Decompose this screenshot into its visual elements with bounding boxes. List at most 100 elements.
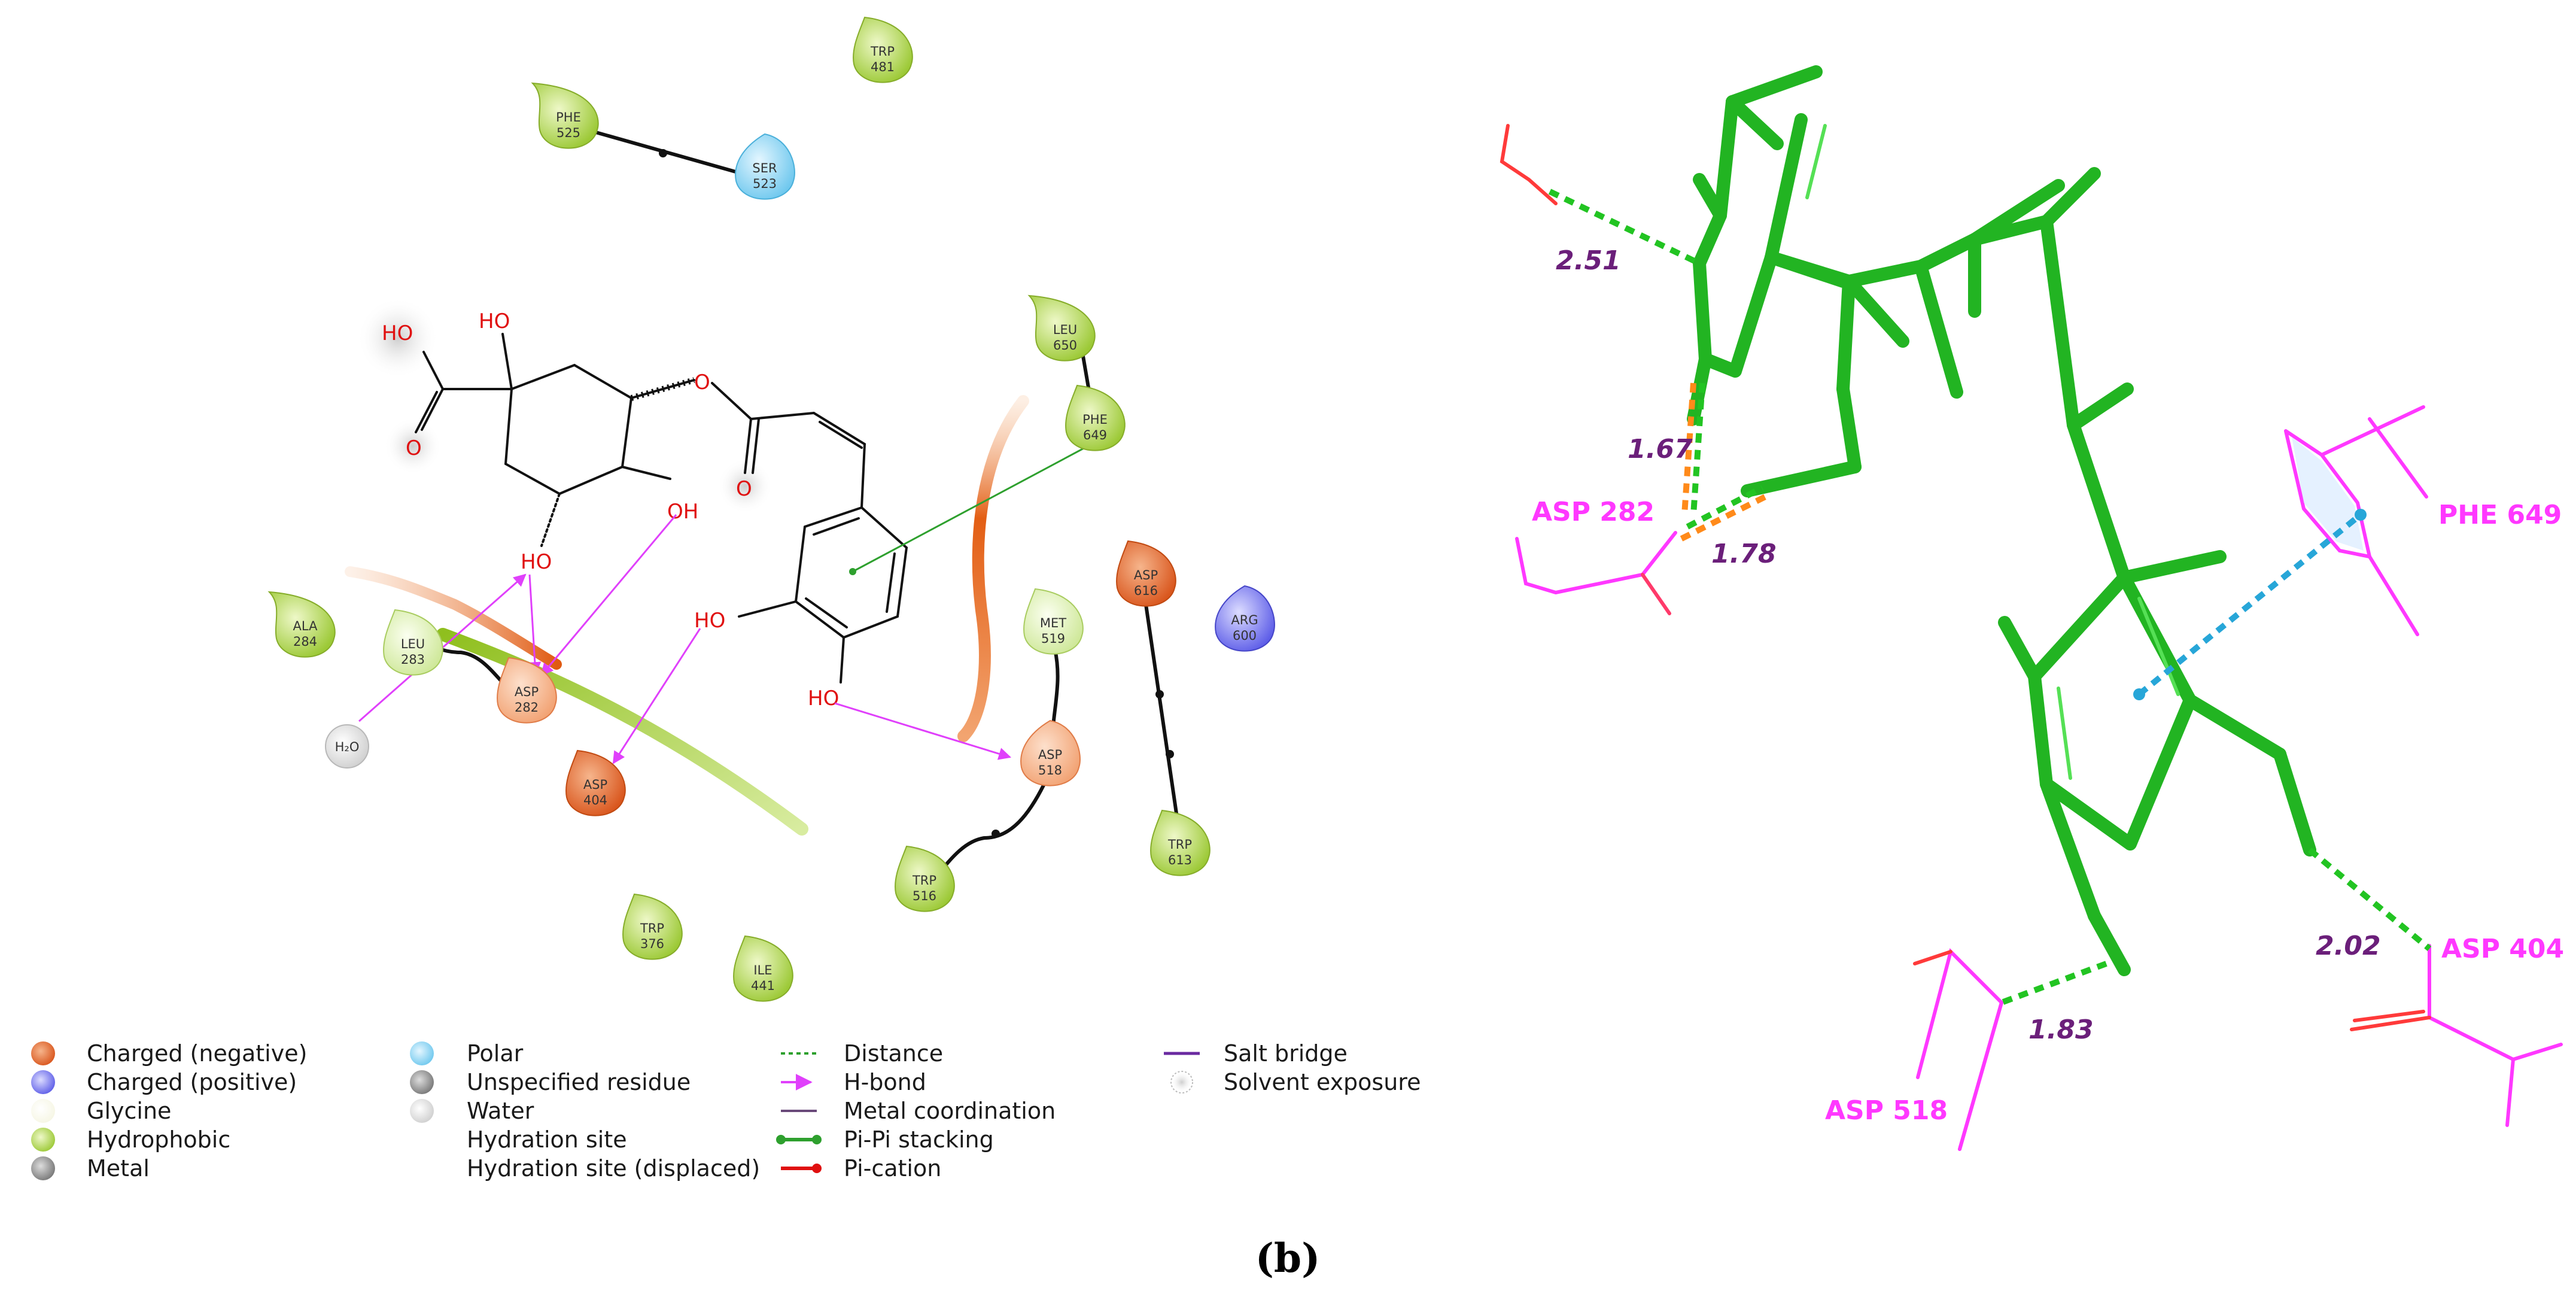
distance-label: 1.67 bbox=[1628, 434, 1693, 464]
residue-name: TRP bbox=[1167, 837, 1192, 852]
residue-droplet bbox=[735, 133, 795, 200]
residue-droplet bbox=[383, 609, 443, 676]
atom-label-catechol-oh2: HO bbox=[808, 687, 839, 710]
residue-name: ARG bbox=[1231, 613, 1258, 627]
stereo-bond bbox=[630, 377, 695, 401]
h-bonds bbox=[358, 514, 1012, 764]
legend-swatch-solvent bbox=[1170, 1071, 1193, 1094]
residue-droplet bbox=[531, 82, 599, 149]
residue-number: 523 bbox=[753, 177, 777, 191]
legend-item: Polar bbox=[467, 1040, 524, 1067]
legend-item: Pi-cation bbox=[844, 1155, 941, 1182]
residue-name: ASP bbox=[1038, 748, 1062, 762]
legend-swatch-metal bbox=[31, 1156, 55, 1180]
residue-number: 282 bbox=[515, 700, 539, 715]
legend-swatch-unspecified bbox=[410, 1070, 434, 1094]
solvent-exposure-halo bbox=[384, 417, 442, 475]
residue-droplet bbox=[565, 749, 626, 816]
water-molecule: H₂O bbox=[325, 724, 369, 769]
ligand-sticks-highlight bbox=[1805, 124, 2180, 780]
legend-item: Pi-Pi stacking bbox=[844, 1126, 994, 1153]
figure-caption: (b) bbox=[1255, 1235, 1321, 1281]
legend-swatch-hydrophobic bbox=[31, 1128, 55, 1152]
legend-item: Hydrophobic bbox=[87, 1126, 230, 1153]
legend-swatch-polar bbox=[410, 1041, 434, 1065]
distance-label: 2.02 bbox=[2316, 931, 2381, 961]
residue-droplet bbox=[1020, 719, 1081, 786]
residue-number: 481 bbox=[871, 60, 895, 74]
residue-number: 613 bbox=[1168, 853, 1192, 867]
legend-item: Salt bridge bbox=[1224, 1040, 1348, 1067]
residue-droplet bbox=[1215, 585, 1275, 652]
phe649-ring bbox=[2292, 437, 2364, 551]
residue-droplet bbox=[733, 935, 793, 1002]
residue-name: LEU bbox=[1053, 323, 1077, 337]
solvent-exposure-halo bbox=[717, 458, 773, 514]
legend-item: Hydration site (displaced) bbox=[467, 1155, 760, 1182]
legend-swatch-negative bbox=[31, 1041, 55, 1065]
pocket-surface-orange-left bbox=[345, 566, 562, 670]
residue-droplet bbox=[622, 893, 683, 960]
solvent-exposure-halo bbox=[357, 297, 439, 379]
residue-name: ALA bbox=[293, 619, 318, 633]
legend-item: Water bbox=[467, 1098, 534, 1124]
residue-number: 600 bbox=[1233, 628, 1257, 643]
svg-text:(b): (b) bbox=[1255, 1235, 1321, 1281]
residue-number: 376 bbox=[640, 937, 664, 951]
legend-swatch-water bbox=[410, 1099, 434, 1123]
residue-droplet bbox=[1116, 540, 1176, 607]
legend-swatch-pication bbox=[781, 1164, 822, 1173]
residue-backbone-lines bbox=[411, 130, 1182, 882]
residue-droplet bbox=[1065, 384, 1126, 451]
residue-droplet bbox=[267, 591, 336, 658]
residue-name: TRP bbox=[870, 44, 895, 59]
residue-number: 525 bbox=[556, 126, 580, 140]
pi-centroid bbox=[2355, 509, 2367, 521]
atom-label-c5-oh: HO bbox=[521, 550, 552, 574]
caption-label: (b) bbox=[1255, 1235, 1321, 1281]
residue-label-3d: PHE 649 bbox=[2438, 500, 2562, 530]
residue-name: TRP bbox=[912, 873, 936, 888]
atom-label-ester-o: O bbox=[736, 477, 752, 501]
water-label: H₂O bbox=[335, 740, 360, 754]
residue-number: 404 bbox=[583, 793, 607, 807]
distance-label: 2.51 bbox=[1556, 245, 1621, 276]
residue-number: 518 bbox=[1038, 763, 1062, 777]
legend: Charged (negative) Charged (positive) Gl… bbox=[31, 1040, 1421, 1182]
residue-name: ASP bbox=[1134, 568, 1158, 582]
residue-name: PHE bbox=[1082, 412, 1108, 427]
residue-number: 616 bbox=[1134, 584, 1158, 598]
ligand-bonds bbox=[415, 333, 908, 684]
legend-item: Charged (negative) bbox=[87, 1040, 307, 1067]
atom-label-ring-o: O bbox=[694, 370, 710, 394]
pi-centroid bbox=[2133, 688, 2145, 700]
distance-lines bbox=[1548, 189, 2432, 1006]
atom-label-c1-oh: HO bbox=[479, 309, 510, 333]
ligand-sticks bbox=[1687, 65, 2316, 976]
residue-name: LEU bbox=[401, 637, 425, 651]
residue-name: MET bbox=[1040, 616, 1066, 630]
residue-droplet bbox=[853, 16, 913, 83]
residue-droplet bbox=[1150, 809, 1211, 876]
legend-item: Metal coordination bbox=[844, 1098, 1056, 1124]
residue-droplet bbox=[895, 845, 955, 912]
residue-droplet bbox=[497, 657, 557, 724]
residue-number: 519 bbox=[1041, 631, 1065, 646]
legend-item: Solvent exposure bbox=[1224, 1069, 1421, 1095]
residue-number: 441 bbox=[751, 979, 775, 993]
pocket-surface-orange-right bbox=[957, 395, 1029, 742]
residue-droplet bbox=[1027, 294, 1096, 362]
residue-name: ASP bbox=[515, 685, 539, 699]
